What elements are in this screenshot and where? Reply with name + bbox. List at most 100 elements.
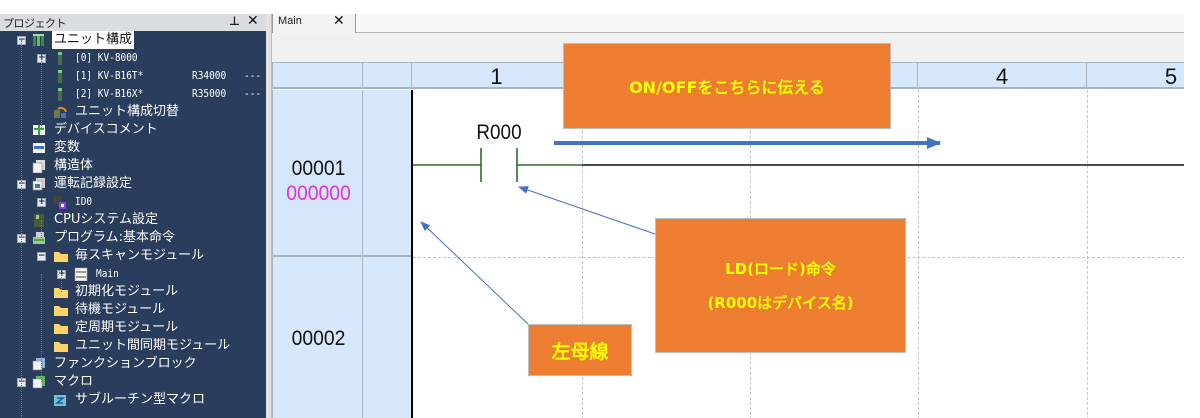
project-panel-title: プロジェクト bbox=[3, 17, 67, 30]
tree-item[interactable]: +[0] KV-8000 bbox=[0, 49, 266, 67]
left-rail-callout-text: 左母線 bbox=[551, 340, 609, 363]
tree-guide-line bbox=[41, 274, 42, 382]
comment-cell[interactable] bbox=[363, 257, 412, 418]
tab-label: Main bbox=[278, 15, 302, 27]
tree-item[interactable]: + ID0 bbox=[0, 193, 266, 211]
tree-item[interactable]: CPUシステム設定 bbox=[0, 211, 266, 229]
struct-icon bbox=[32, 159, 46, 174]
tree-item-label: ユニット構成 bbox=[52, 31, 135, 49]
project-panel: プロジェクト ⊥ ✕ −ユニット構成+[0] KV-8000[1] KV-B16… bbox=[0, 14, 266, 418]
module-slot-icon bbox=[53, 69, 67, 83]
line-number-cell[interactable]: 00001 000000 bbox=[272, 90, 363, 257]
tree-item-label: ID0 bbox=[75, 196, 93, 208]
column-divider bbox=[582, 90, 583, 418]
comment-cell[interactable] bbox=[363, 90, 412, 257]
tree-item-label: 運転記録設定 bbox=[54, 176, 133, 191]
cpu-icon bbox=[32, 213, 46, 227]
tree-item-label: ファンクションブロック bbox=[54, 356, 197, 371]
signal-callout: ON/OFFをこちらに伝える bbox=[563, 43, 891, 129]
macro-icon bbox=[32, 375, 46, 389]
ladder-file-icon bbox=[74, 267, 88, 282]
column-divider bbox=[1087, 90, 1088, 418]
tree-item-extra: --- bbox=[244, 70, 262, 82]
signal-callout-text: ON/OFFをこちらに伝える bbox=[629, 78, 825, 97]
folder-icon bbox=[53, 285, 68, 299]
folder-icon bbox=[53, 303, 68, 317]
line-number: 00001 bbox=[291, 157, 346, 180]
unit-switch-icon bbox=[53, 105, 67, 119]
step-number: 000000 bbox=[286, 182, 351, 205]
tree-guide-line bbox=[21, 40, 22, 418]
tree-item-address: R35000 bbox=[192, 88, 227, 100]
column-header-1: 1 bbox=[412, 62, 582, 89]
left-power-rail bbox=[411, 90, 413, 418]
folder-icon bbox=[53, 249, 68, 263]
tree-item[interactable]: [2] KV-B16X* R35000 --- bbox=[0, 85, 266, 103]
tree-item[interactable]: − 毎スキャンモジュール bbox=[0, 247, 266, 265]
pin-icon[interactable]: ⊥ bbox=[229, 14, 240, 28]
tree-item[interactable]: +Main bbox=[0, 265, 266, 283]
tab-strip: Main ✕ bbox=[272, 14, 1184, 33]
tab-main[interactable]: Main ✕ bbox=[272, 14, 356, 33]
tree-item-extra: --- bbox=[244, 88, 262, 100]
folder-icon bbox=[53, 339, 68, 353]
contact-device-label[interactable]: R000 bbox=[476, 121, 522, 144]
folder-icon bbox=[53, 321, 68, 335]
ld-callout-line2: (R000はデバイス名) bbox=[707, 293, 854, 312]
expand-icon[interactable]: + bbox=[37, 197, 46, 207]
tree-item-label: [2] KV-B16X* bbox=[75, 88, 144, 100]
tree-item-label: デバイスコメント bbox=[54, 122, 158, 137]
tree-item[interactable]: 初期化モジュール bbox=[0, 283, 266, 301]
collapse-icon[interactable]: − bbox=[37, 251, 46, 261]
close-icon[interactable]: ✕ bbox=[247, 14, 259, 29]
tree-item-label: 待機モジュール bbox=[75, 302, 166, 317]
column-divider bbox=[918, 90, 919, 418]
header-corner bbox=[272, 62, 363, 89]
tree-item-label: サブルーチン型マクロ bbox=[75, 392, 206, 407]
tree-item-label: [0] KV-8000 bbox=[75, 52, 138, 64]
tree-item[interactable]: [1] KV-B16T* R34000 --- bbox=[0, 67, 266, 85]
tree-item[interactable]: デバイスコメント bbox=[0, 121, 266, 139]
tree-item[interactable]: 定周期モジュール bbox=[0, 319, 266, 337]
tree-item[interactable]: −ユニット構成 bbox=[0, 31, 266, 49]
line-number-cell[interactable]: 00002 bbox=[272, 257, 363, 418]
tree-item-label: 構造体 bbox=[54, 158, 94, 173]
project-panel-header: プロジェクト ⊥ ✕ bbox=[0, 14, 266, 31]
panel-splitter[interactable] bbox=[266, 14, 272, 418]
tree-item[interactable]: −プログラム:基本命令 bbox=[0, 229, 266, 247]
line-number: 00002 bbox=[291, 327, 346, 350]
tree-item-label: マクロ bbox=[54, 374, 94, 389]
tree-item[interactable]: −マクロ bbox=[0, 373, 266, 391]
column-header-4: 4 bbox=[918, 62, 1087, 89]
tree-item[interactable]: 構造体 bbox=[0, 157, 266, 175]
ld-instruction-callout: LD(ロード)命令 (R000はデバイス名) bbox=[655, 218, 906, 353]
tree-item-label: プログラム:基本命令 bbox=[54, 230, 175, 245]
tree-item[interactable]: サブルーチン型マクロ bbox=[0, 391, 266, 409]
tree-guide-line bbox=[61, 274, 62, 292]
tree-item-label: ユニット構成切替 bbox=[75, 104, 180, 119]
tree-item-label: 毎スキャンモジュール bbox=[75, 248, 205, 263]
close-icon[interactable]: ✕ bbox=[333, 14, 345, 29]
tree-item-address: R34000 bbox=[192, 70, 227, 82]
tree-item-label: CPUシステム設定 bbox=[54, 212, 159, 227]
tree-item[interactable]: 待機モジュール bbox=[0, 301, 266, 319]
record-id-icon bbox=[53, 195, 67, 209]
tree-item-label: 初期化モジュール bbox=[75, 284, 179, 299]
tree-item[interactable]: ユニット構成切替 bbox=[0, 103, 266, 121]
module-slot-icon bbox=[53, 51, 67, 65]
operation-record-icon bbox=[32, 177, 46, 191]
tree-item-label: [1] KV-B16T* bbox=[75, 70, 144, 82]
column-header-5: 5 bbox=[1087, 62, 1184, 89]
tree-item[interactable]: ユニット間同期モジュール bbox=[0, 337, 266, 355]
module-slot-icon bbox=[53, 87, 67, 101]
tree-item[interactable]: ファンクションブロック bbox=[0, 355, 266, 373]
ld-callout-line1: LD(ロード)命令 bbox=[725, 259, 836, 278]
tree-item[interactable]: 変数 bbox=[0, 139, 266, 157]
tree-item-label: 定周期モジュール bbox=[75, 320, 179, 335]
left-rail-callout: 左母線 bbox=[528, 324, 632, 376]
tree-guide-line bbox=[41, 58, 42, 130]
tree-item[interactable]: −運転記録設定 bbox=[0, 175, 266, 193]
device-comment-icon bbox=[32, 123, 46, 137]
tree-guide-line bbox=[41, 220, 42, 238]
tree-item-label: ユニット間同期モジュール bbox=[75, 338, 231, 353]
